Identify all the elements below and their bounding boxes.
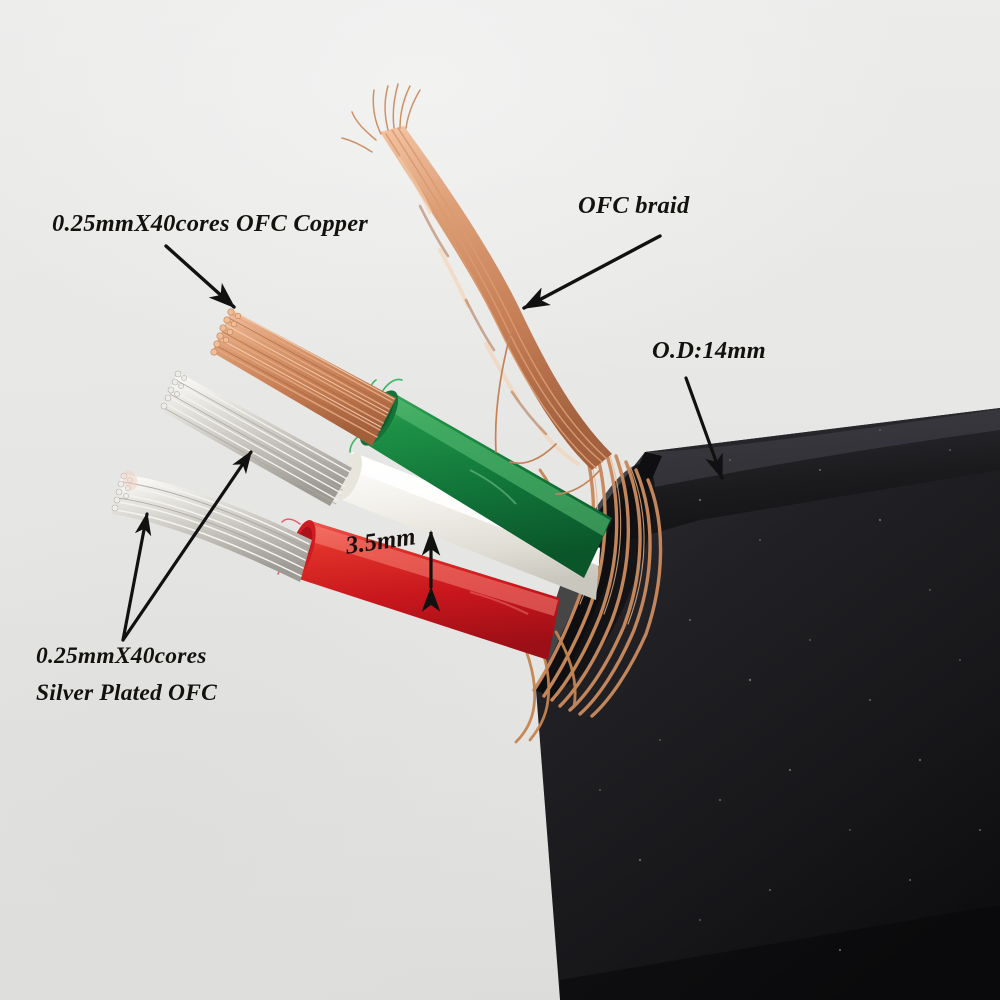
arrow-silver-lower [121,512,152,642]
label-outer-diameter: O.D:14mm [652,337,766,364]
silver-strand-bundle-lower [111,470,312,582]
black-outer-jacket [536,408,1000,1000]
label-silver-conductor: 0.25mmX40cores Silver Plated OFC [36,641,217,709]
label-silver-conductor-line2: Silver Plated OFC [36,680,217,707]
copper-strand-bundle [210,308,396,446]
ofc-braid-twisted [341,83,612,495]
jacket-speckle-texture [599,429,981,952]
silver-strand-bundle-upper [160,370,352,506]
arrow-silver-upper [121,450,253,642]
label-silver-conductor-line1: 0.25mmX40cores [36,643,207,669]
label-ofc-braid: OFC braid [578,192,690,219]
arrow-ofc-braid [522,234,662,310]
arrow-outer-diameter [684,376,724,480]
leader-arrows [121,234,724,642]
arrow-copper-conductor [164,244,236,309]
label-copper-conductor: 0.25mmX40cores OFC Copper [52,210,369,237]
